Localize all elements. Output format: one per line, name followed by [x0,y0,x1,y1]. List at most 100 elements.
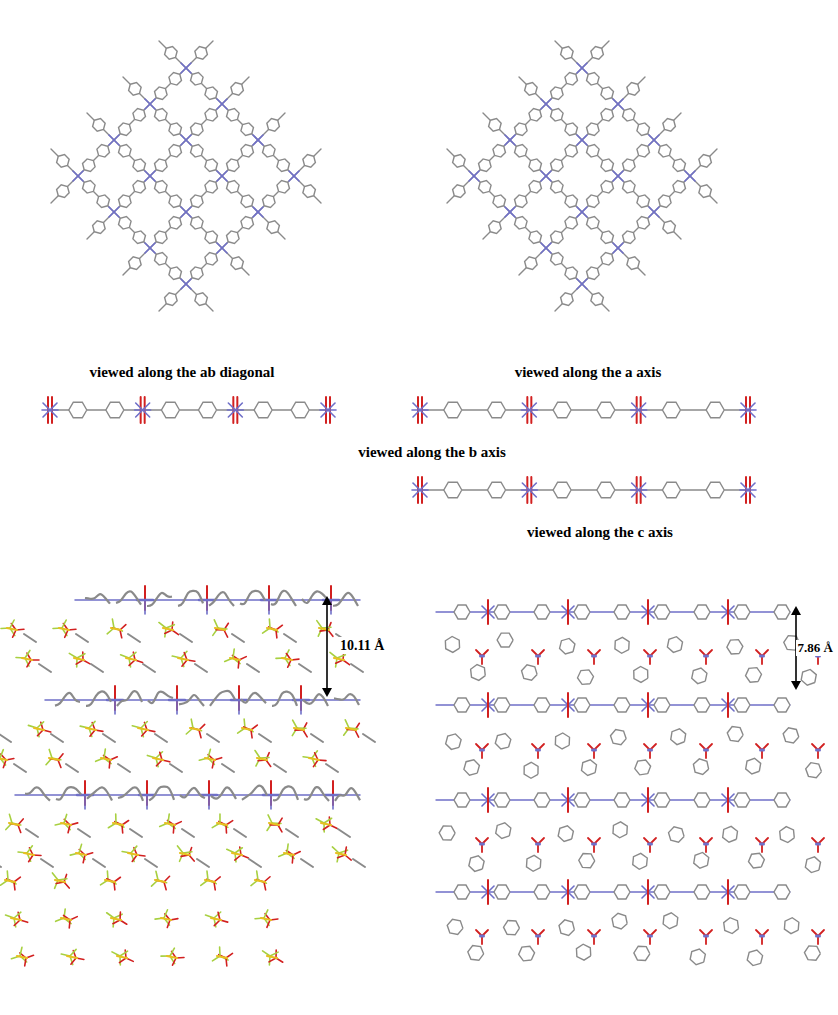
pyridine-ring [706,402,724,418]
metal-center [217,171,227,181]
pyridine-ring [724,918,739,934]
sulfur-atom [7,628,17,630]
pyridine-ring [155,231,168,244]
oxygen-bond [29,855,33,862]
metal-center [208,795,210,809]
fluorine-bond [0,750,3,758]
pyridine-ring [734,793,750,807]
nitrate-oxygen [593,750,595,758]
pyridine-ring [227,231,240,244]
metal-center [227,409,243,411]
pyridine-ring [479,181,492,194]
substituent-bond [195,664,207,672]
pyridine-ring [534,885,550,899]
fluorine-bond [208,749,210,758]
fluorine-bond [104,749,105,758]
fluorine-bond [77,654,85,658]
nitrate-nitrogen [593,655,596,658]
pyridine-ring [654,885,670,899]
metal-center [541,171,551,181]
substituent-bond [301,859,313,867]
fluorine-bond [270,952,278,956]
substituent-bond [247,664,259,672]
nitrate-oxygen [761,750,763,758]
pyridine-ring [601,109,614,122]
substituent-bond [41,859,53,867]
nitrate-nitrogen [705,843,708,846]
oxygen-bond [214,882,215,890]
substituent-bond [180,634,192,642]
nitrate-nitrogen [537,749,540,752]
metal-center [577,135,587,145]
phenyl-substituent [117,691,142,706]
pyridine-ring [555,733,569,749]
pyridine-ring [445,636,459,652]
metal-center [412,409,428,411]
metal-center [289,171,299,181]
phenyl-substituent [55,693,80,706]
pyridine-ring [662,402,680,418]
metal-center [577,207,587,217]
linker-bond [420,489,529,490]
pyridine-ring [591,47,604,60]
pyridine-ring [659,195,672,208]
pyridine-ring [634,946,650,960]
metal-center [632,403,646,417]
pyridine-ring [576,944,590,960]
nitrate-nitrogen [481,843,484,846]
metal-center [505,135,515,145]
pyridine-ring [727,727,743,742]
metal-center [521,409,537,411]
pyridine-ring [205,181,218,194]
pyridine-ring [587,195,600,208]
sulfur-atom [111,918,121,920]
pyridine-ring [263,145,276,158]
metal-center [181,207,191,217]
sulfur-atom [282,658,292,660]
substituent-bond [39,664,51,672]
metal-center [109,135,119,145]
oxygen-bond [288,660,291,667]
pyridine-ring [489,119,502,132]
pyridine-ring [561,293,574,306]
view-caption: viewed along the a axis [515,364,662,381]
fluorine-bond [219,947,221,956]
substituent-bond [274,764,286,772]
fluorine-bond [9,814,12,823]
pyridine-ring [494,885,510,899]
fluorine-bond [337,655,345,658]
pyridine-ring [614,885,630,899]
metal-center [238,700,240,714]
pyridine-ring [191,145,204,158]
fluorine-bond [170,948,174,956]
oxygen-bond [25,958,26,966]
metal-center [136,403,150,417]
substituent-bond [286,829,298,837]
pyridine-ring [277,159,290,172]
fluorine-bond [141,722,147,728]
fluorine-bond [268,815,272,823]
metal-center [253,135,263,145]
network-side-view [412,397,756,423]
pyridine-ring [565,123,578,136]
pyridine-ring [623,109,636,122]
pyridine-ring [614,698,630,712]
metal-center [43,403,57,417]
pyridine-ring [303,185,316,198]
pyridine-ring [551,253,564,266]
substituent-bond [103,734,115,742]
metal-center [613,99,623,109]
metal-center [144,600,146,614]
pyridine-ring [205,253,218,266]
fluorine-bond [115,814,117,823]
phenyl-substituent [211,787,236,799]
pyridine-ring [774,793,790,807]
view-caption: viewed along the c axis [527,524,673,541]
arrowhead [791,681,801,690]
pyridine-ring [446,734,461,749]
metal-center [330,600,332,614]
sulfur-atom [11,918,21,920]
metal-center [541,99,551,109]
nitrate-oxygen [817,936,819,944]
pyridine-ring [637,145,650,158]
